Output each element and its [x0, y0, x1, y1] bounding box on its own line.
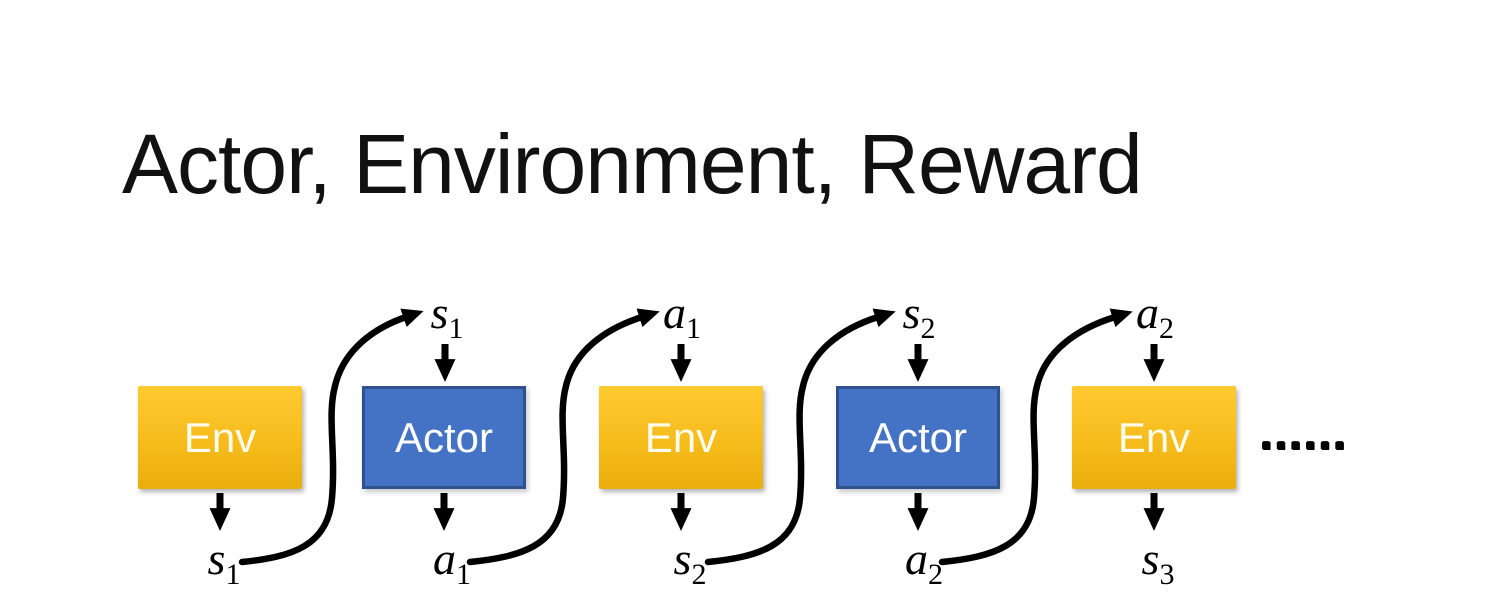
bottom-label-s1: s1	[169, 533, 279, 589]
top-label-s2-base: s	[902, 287, 921, 338]
bottom-label-a2: a2	[869, 533, 979, 589]
continuation-ellipsis: ……	[1258, 407, 1348, 459]
slide-title: Actor, Environment, Reward	[122, 117, 1143, 211]
bottom-label-a2-base: a	[905, 533, 928, 584]
top-label-a2: a2	[1100, 287, 1210, 343]
bottom-label-a1-base: a	[433, 533, 456, 584]
top-label-a1-sub: 1	[686, 312, 701, 345]
top-label-a2-sub: 2	[1159, 312, 1174, 345]
top-label-s1-base: s	[430, 287, 449, 338]
actor-box-2: Actor	[836, 386, 1000, 489]
top-label-a1: a1	[627, 287, 737, 343]
top-label-s2: s2	[864, 287, 974, 343]
actor-box-1-label: Actor	[394, 413, 494, 461]
output-arrows	[209, 493, 1165, 531]
top-label-s2-sub: 2	[920, 312, 936, 345]
bottom-label-s2: s2	[635, 533, 745, 589]
bottom-label-s1-base: s	[207, 533, 226, 584]
env-box-3: Env	[1072, 386, 1236, 489]
bottom-label-s3: s3	[1103, 533, 1213, 589]
top-label-s1-sub: 1	[448, 312, 464, 345]
bottom-label-a1: a1	[397, 533, 507, 589]
top-label-s1: s1	[392, 287, 502, 343]
bottom-label-s3-sub: 3	[1159, 558, 1175, 591]
env-box-1-label: Env	[183, 413, 257, 461]
env-box-2: Env	[599, 386, 763, 489]
top-label-a1-base: a	[663, 287, 686, 338]
input-arrows	[434, 344, 1165, 382]
env-box-3-label: Env	[1117, 413, 1191, 461]
bottom-label-s2-sub: 2	[691, 558, 707, 591]
env-box-2-label: Env	[644, 413, 718, 461]
top-label-a2-base: a	[1136, 287, 1159, 338]
actor-box-1: Actor	[362, 386, 526, 489]
bottom-label-s1-sub: 1	[225, 558, 241, 591]
env-box-1: Env	[138, 386, 302, 489]
bottom-label-s2-base: s	[673, 533, 692, 584]
bottom-label-s3-base: s	[1141, 533, 1160, 584]
bottom-label-a2-sub: 2	[928, 558, 943, 591]
bottom-label-a1-sub: 1	[456, 558, 471, 591]
actor-box-2-label: Actor	[868, 413, 968, 461]
